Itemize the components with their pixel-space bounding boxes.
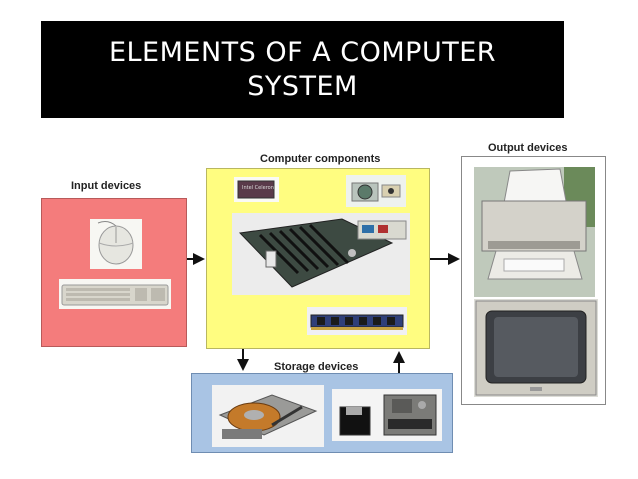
- input-devices-label: Input devices: [71, 180, 142, 192]
- storage-devices-panel: [191, 373, 453, 453]
- output-devices-label: Output devices: [488, 142, 568, 154]
- computer-components-panel: Intel Celeron: [206, 168, 430, 349]
- floppy-disk-image: [339, 406, 371, 436]
- hard-disk-image: [212, 385, 324, 447]
- slide-title: ELEMENTS OF A COMPUTER SYSTEM: [108, 36, 497, 102]
- mouse-image: [90, 219, 142, 269]
- chip-text: Intel Celeron: [242, 185, 274, 191]
- title-banner: ELEMENTS OF A COMPUTER SYSTEM: [41, 21, 564, 118]
- memory-module-image: [307, 307, 407, 335]
- input-devices-panel: [41, 198, 187, 347]
- monitor-image: [474, 299, 598, 397]
- storage-devices-label: Storage devices: [274, 361, 359, 373]
- computer-components-label: Computer components: [260, 153, 381, 165]
- printer-image: [474, 167, 595, 297]
- cpu-chip-image: Intel Celeron: [234, 177, 279, 202]
- fan-image: [346, 175, 406, 207]
- motherboard-image: [232, 213, 410, 295]
- storage-drives-photo: [332, 389, 442, 441]
- output-devices-panel: [461, 156, 606, 405]
- floppy-drive-image: [383, 394, 437, 436]
- keyboard-image: [59, 279, 171, 309]
